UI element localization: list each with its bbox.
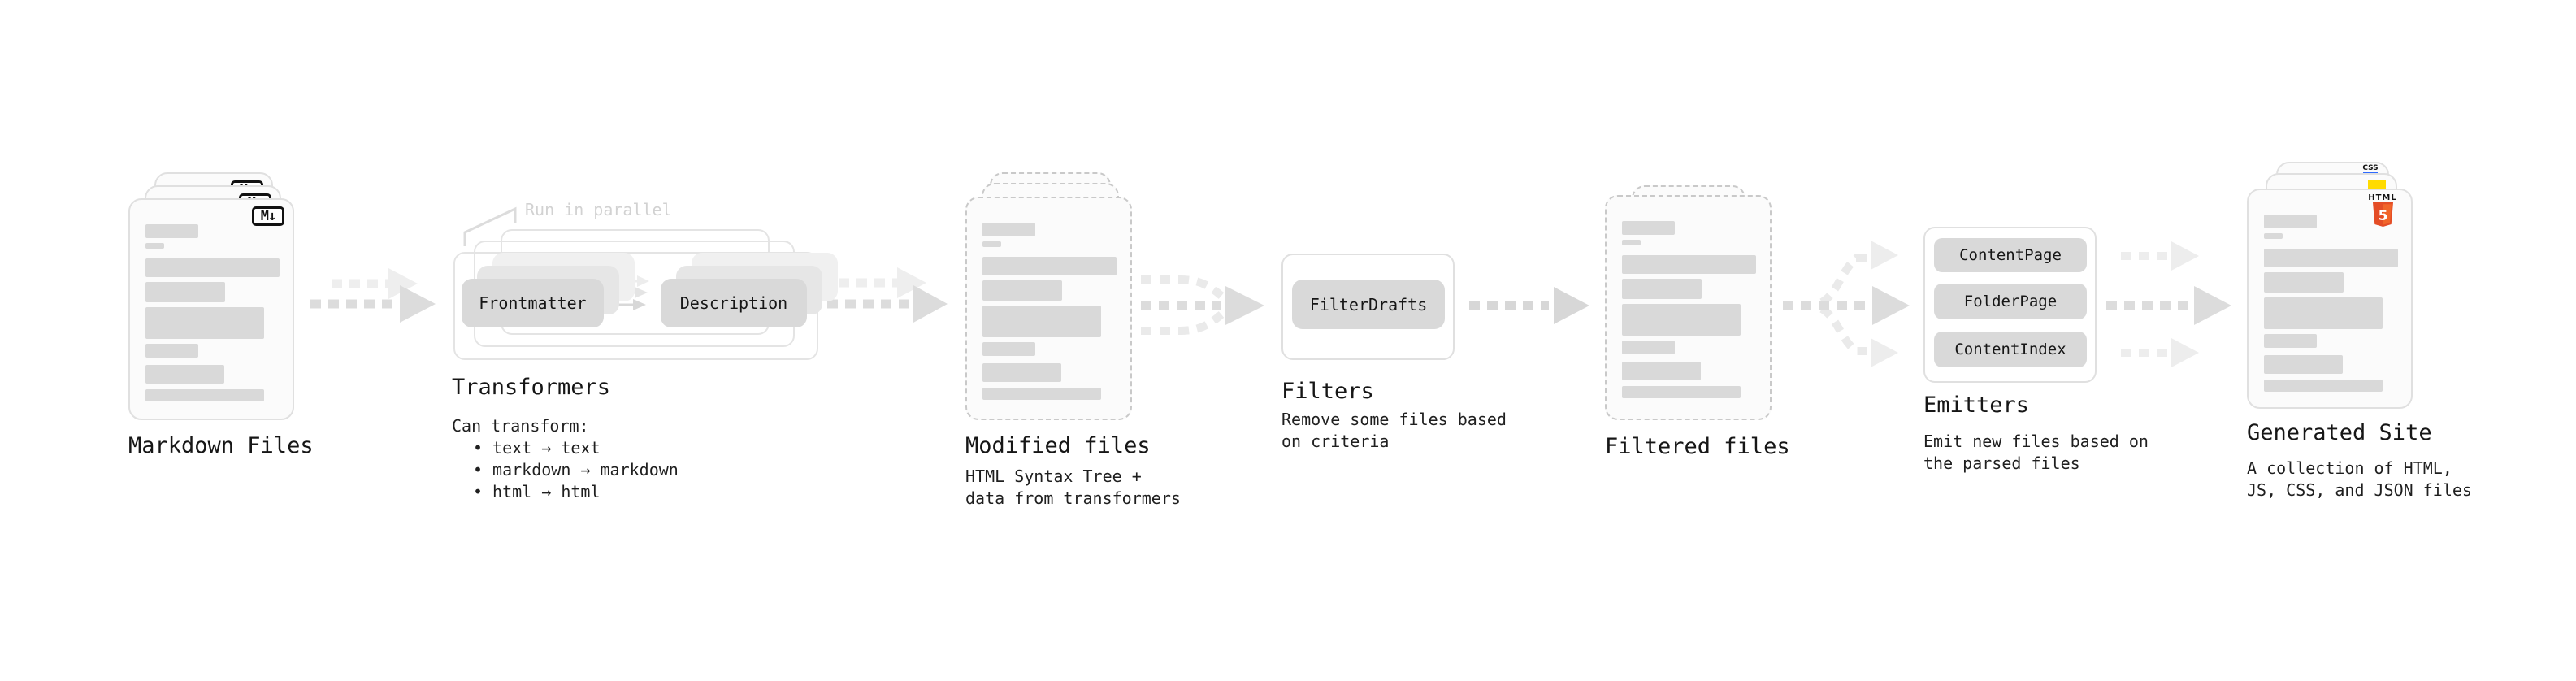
- contentindex-pill: ContentIndex: [1934, 332, 2087, 367]
- modified-file-card-front: [965, 197, 1132, 420]
- html5-icon: HTML 5: [2364, 193, 2401, 228]
- document-text-placeholder: [2264, 215, 2411, 392]
- generated-site-desc: A collection of HTML, JS, CSS, and JSON …: [2247, 458, 2472, 500]
- description-pill: Description: [661, 279, 807, 327]
- emitters-desc: Emit new files based on the parsed files: [1923, 432, 2149, 473]
- transformers-group: Frontmatter Description: [453, 229, 838, 360]
- bullet-item: •markdown → markdown: [473, 460, 679, 479]
- bullet-icon: •: [473, 438, 484, 458]
- filters-title: Filters: [1281, 379, 1374, 404]
- transformers-desc-heading: Can transform:: [452, 416, 589, 436]
- arrow-filtered-to-emitters-fork: [1783, 241, 1910, 367]
- bullet-item: •text → text: [473, 438, 601, 458]
- bullet-item: •html → html: [473, 482, 601, 501]
- document-text-placeholder: [145, 224, 293, 401]
- arrow-markdown-to-transformers: [310, 268, 436, 323]
- generated-site-stack: CSS HTML 5: [2247, 162, 2413, 409]
- filtered-file-card-front: [1605, 195, 1772, 420]
- filtered-files-title: Filtered files: [1605, 434, 1790, 459]
- transformers-title: Transformers: [452, 375, 611, 400]
- modified-files-desc: HTML Syntax Tree + data from transformer…: [965, 466, 1181, 508]
- transformers-bullet-list: •text → text •markdown → markdown •html …: [452, 437, 679, 503]
- svg-text:5: 5: [2378, 208, 2387, 224]
- run-in-parallel-note: Run in parallel: [525, 200, 672, 219]
- filters-box: FilterDrafts: [1281, 254, 1455, 360]
- bullet-icon: •: [473, 482, 484, 501]
- arrow-transformers-to-modified: [827, 267, 948, 323]
- modified-files-title: Modified files: [965, 433, 1151, 458]
- document-text-placeholder: [982, 223, 1130, 400]
- modified-file-stack: [965, 172, 1132, 420]
- document-text-placeholder: [1622, 221, 1770, 398]
- markdown-file-card-front: M↓: [128, 198, 294, 420]
- contentpage-pill: ContentPage: [1934, 238, 2087, 272]
- filtered-file-stack: [1605, 185, 1772, 420]
- generated-site-title: Generated Site: [2247, 420, 2432, 445]
- html-file-card: HTML 5: [2247, 189, 2413, 409]
- javascript-icon: [2368, 180, 2386, 189]
- arrow-filters-to-filtered: [1469, 287, 1589, 324]
- markdown-icon: M↓: [252, 206, 284, 226]
- emitters-title: Emitters: [1923, 393, 2030, 418]
- frontmatter-pill: Frontmatter: [462, 279, 604, 327]
- folderpage-pill: FolderPage: [1934, 284, 2087, 319]
- arrow-emitters-to-generated: [2106, 241, 2231, 367]
- bullet-icon: •: [473, 460, 484, 479]
- markdown-files-title: Markdown Files: [128, 433, 314, 458]
- markdown-file-stack: M↓ M↓ M↓: [128, 172, 294, 420]
- filters-desc: Remove some files based on criteria: [1281, 410, 1507, 451]
- filterdrafts-pill: FilterDrafts: [1292, 280, 1445, 329]
- emitters-box: ContentPage FolderPage ContentIndex: [1923, 227, 2097, 383]
- arrow-modified-to-filters-merge: [1141, 275, 1264, 335]
